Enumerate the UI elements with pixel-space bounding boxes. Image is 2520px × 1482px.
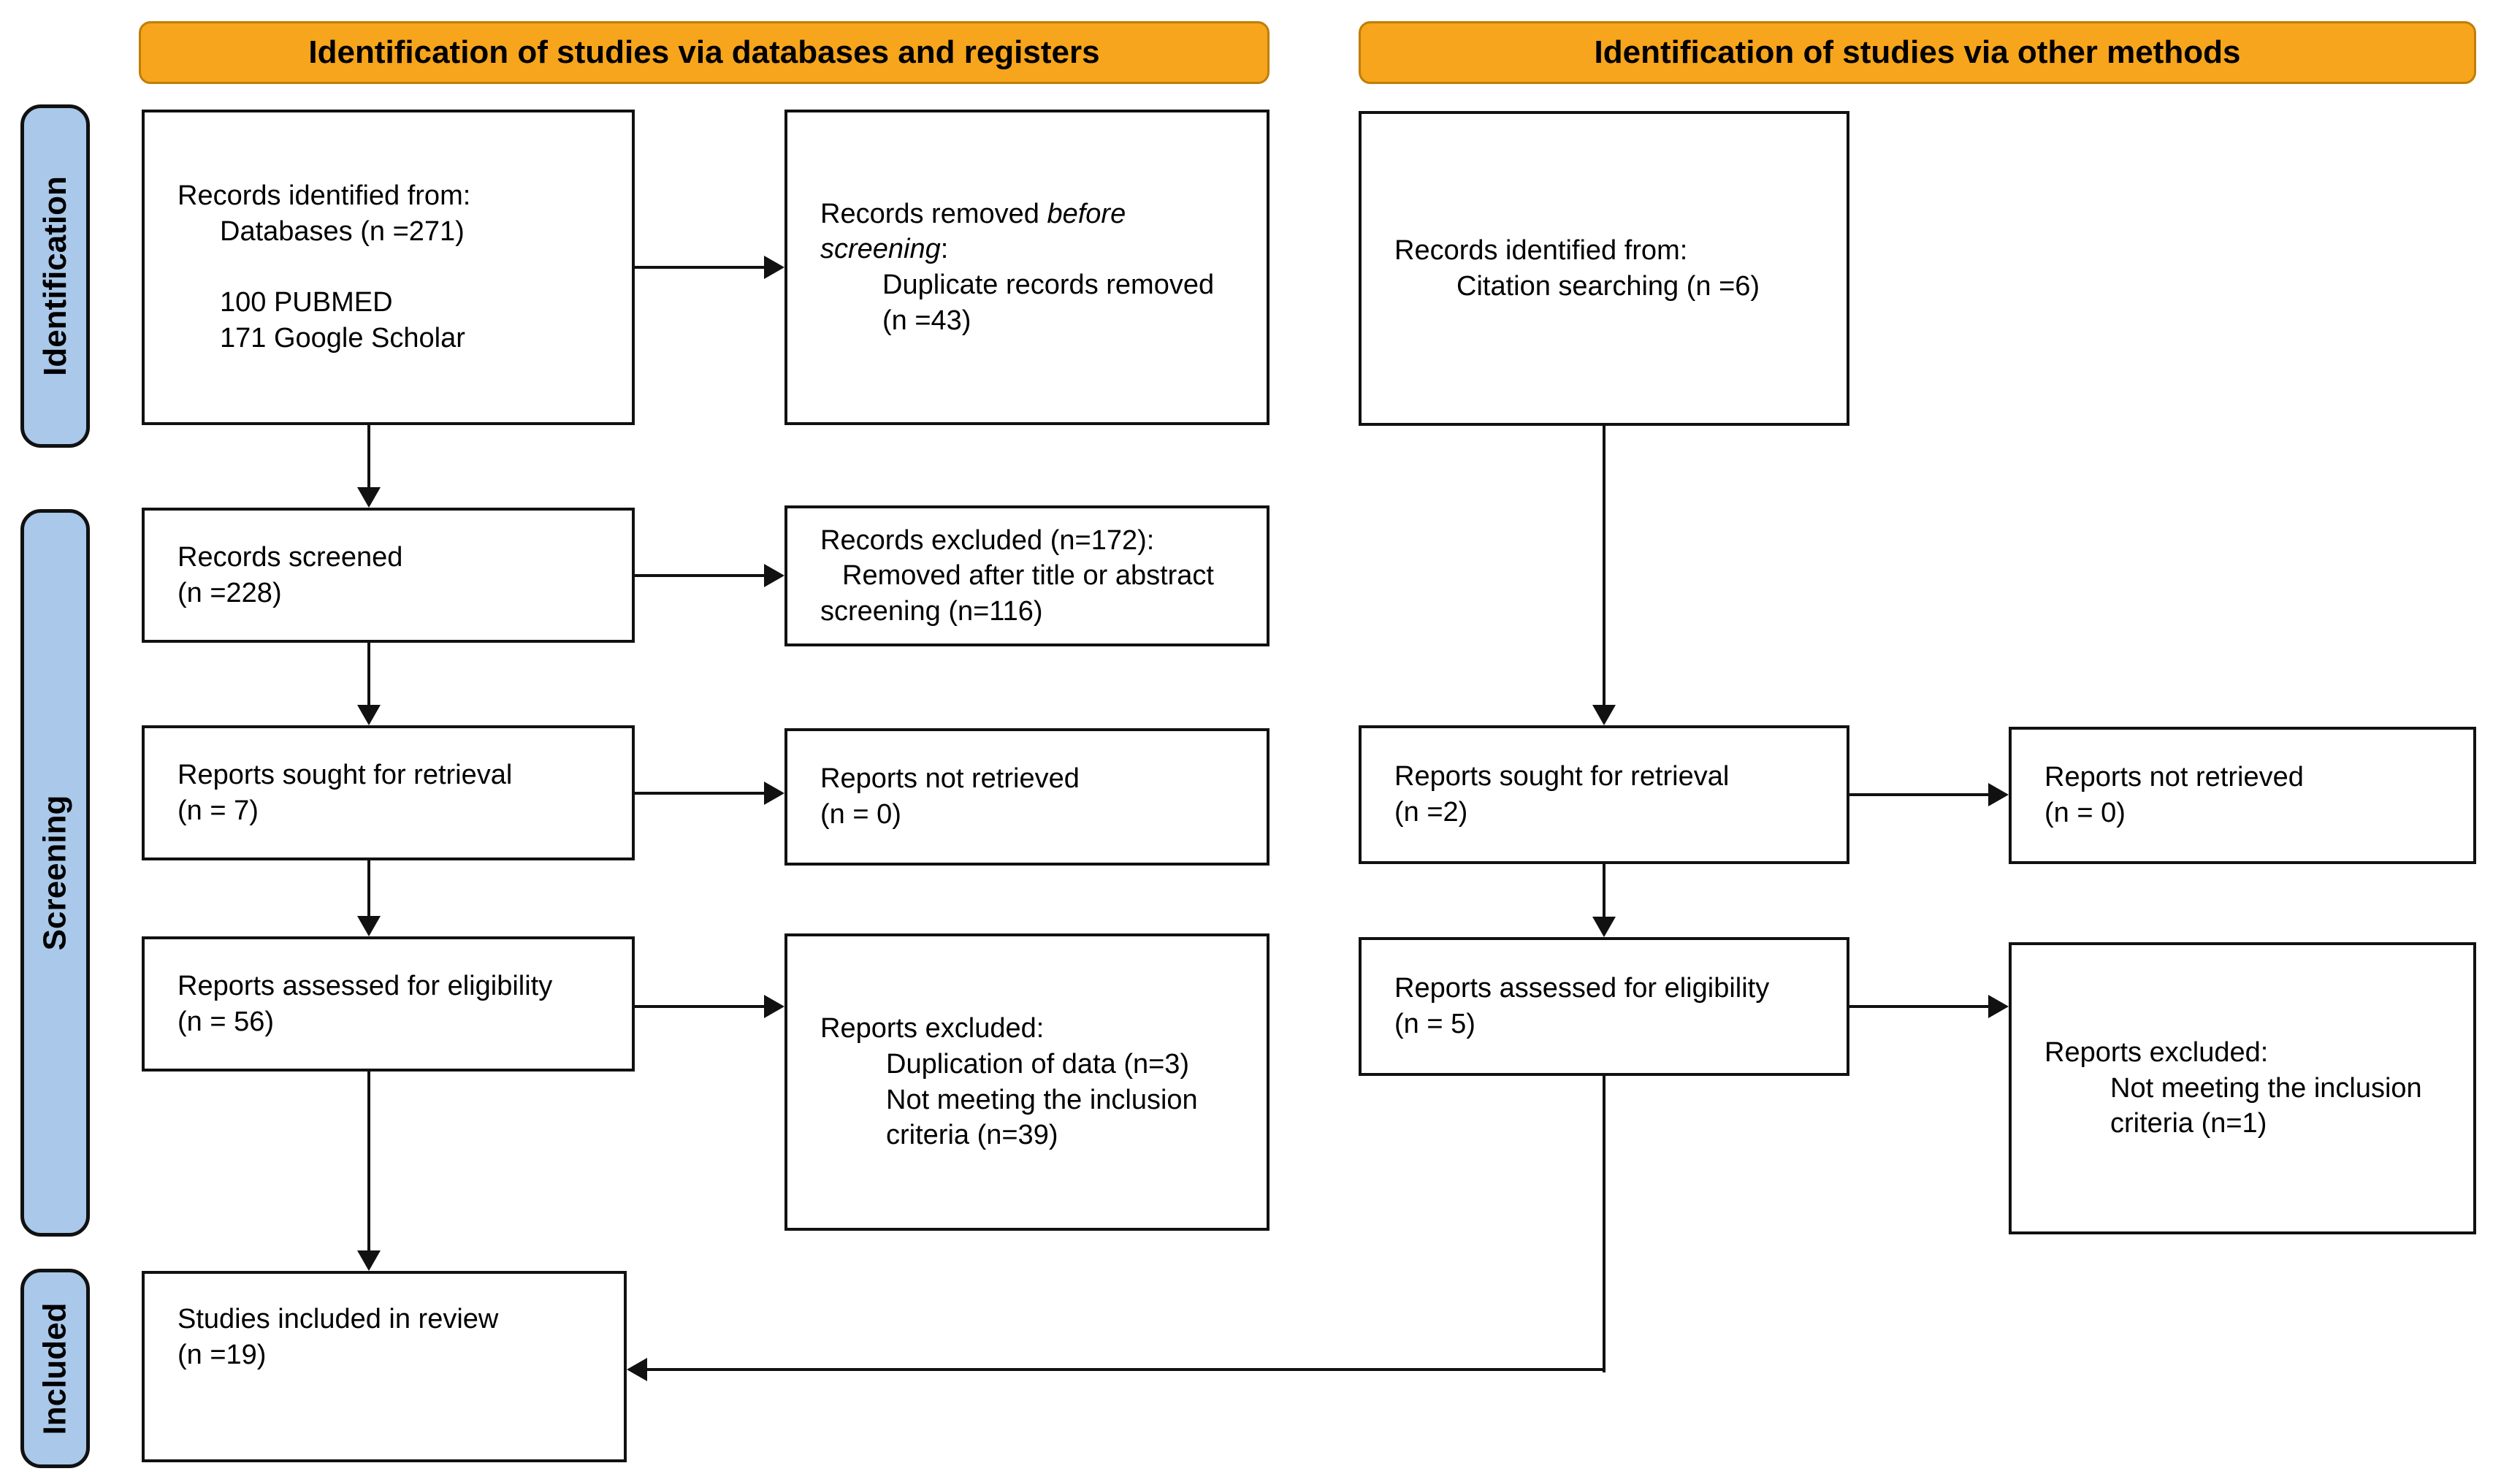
connector-assessed-to-excluded	[635, 1005, 765, 1008]
connector-sought-to-not-retrieved	[635, 792, 765, 795]
connector-sought-other-to-not-retrieved	[1849, 793, 1988, 796]
box-reports-assessed-databases: Reports assessed for eligibility(n = 56)	[142, 936, 635, 1072]
box-reports-excluded-databases: Reports excluded:Duplication of data (n=…	[784, 933, 1269, 1231]
stage-screening: Screening	[20, 509, 90, 1237]
box-reports-assessed-other: Reports assessed for eligibility(n = 5)	[1359, 937, 1849, 1076]
banner-databases-registers: Identification of studies via databases …	[139, 21, 1269, 84]
arrowhead-identified-to-removed	[764, 256, 784, 279]
box-records-excluded: Records excluded (n=172):Removed after t…	[784, 505, 1269, 646]
connector-identified-to-screened	[367, 425, 370, 489]
connector-assessed-other-down	[1603, 1076, 1605, 1372]
connector-screened-to-sought	[367, 643, 370, 706]
box-records-identified-databases: Records identified from:Databases (n =27…	[142, 110, 635, 425]
banner-other-methods: Identification of studies via other meth…	[1359, 21, 2476, 84]
box-reports-not-retrieved-other: Reports not retrieved(n = 0)	[2009, 727, 2476, 864]
stage-identification: Identification	[20, 104, 90, 448]
box-studies-included: Studies included in review(n =19)	[142, 1271, 627, 1462]
arrowhead-identified-to-screened	[357, 487, 381, 508]
connector-citation-to-sought	[1603, 426, 1605, 706]
arrowhead-other-to-included	[627, 1358, 647, 1381]
stage-identification-label: Identification	[37, 176, 73, 376]
arrowhead-sought-other-to-assessed	[1592, 917, 1616, 937]
arrowhead-screened-to-sought	[357, 705, 381, 725]
arrowhead-screened-to-excluded	[764, 564, 784, 587]
arrowhead-assessed-to-excluded	[764, 995, 784, 1018]
connector-identified-to-removed	[635, 266, 765, 269]
connector-sought-other-to-assessed	[1603, 864, 1605, 918]
box-records-screened: Records screened(n =228)	[142, 508, 635, 643]
box-reports-not-retrieved-databases: Reports not retrieved(n = 0)	[784, 728, 1269, 866]
arrowhead-sought-to-not-retrieved	[764, 782, 784, 805]
stage-included-label: Included	[37, 1302, 73, 1435]
box-records-identified-citation: Records identified from:Citation searchi…	[1359, 111, 1849, 426]
arrowhead-assessed-other-to-excluded	[1988, 995, 2009, 1018]
stage-included: Included	[20, 1269, 90, 1468]
arrowhead-sought-to-assessed	[357, 916, 381, 936]
connector-assessed-to-included	[367, 1072, 370, 1252]
arrowhead-sought-other-to-not-retrieved	[1988, 783, 2009, 806]
arrowhead-assessed-to-included	[357, 1250, 381, 1271]
connector-other-to-included	[646, 1368, 1605, 1371]
box-reports-sought-retrieval-databases: Reports sought for retrieval(n = 7)	[142, 725, 635, 860]
box-reports-excluded-other: Reports excluded:Not meeting the inclusi…	[2009, 942, 2476, 1234]
connector-assessed-other-to-excluded	[1849, 1005, 1988, 1008]
connector-screened-to-excluded	[635, 574, 765, 577]
connector-sought-to-assessed	[367, 860, 370, 917]
stage-screening-label: Screening	[37, 795, 73, 951]
arrowhead-citation-to-sought	[1592, 705, 1616, 725]
box-reports-sought-retrieval-other: Reports sought for retrieval(n =2)	[1359, 725, 1849, 864]
